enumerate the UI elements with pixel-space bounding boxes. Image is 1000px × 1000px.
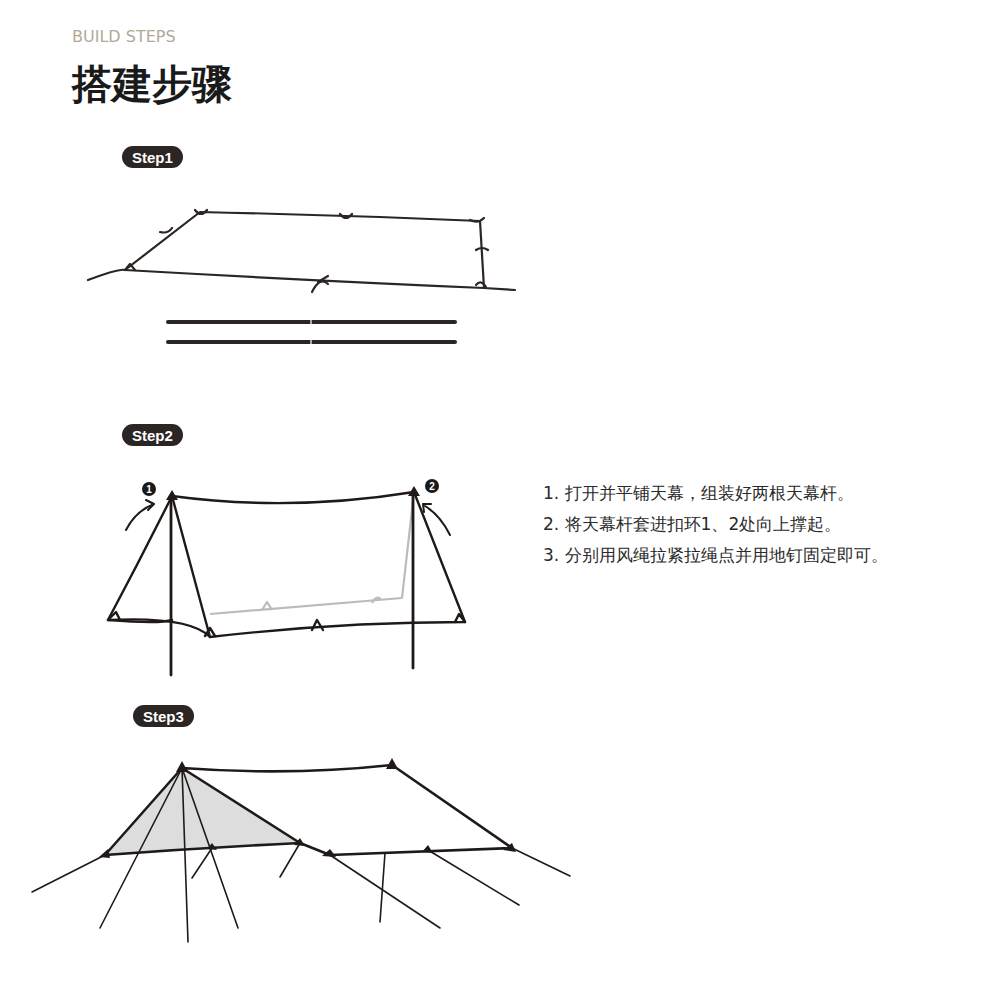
- step-label: Step1: [132, 149, 173, 166]
- subtitle-en: BUILD STEPS: [72, 27, 176, 48]
- page-title: 搭建步骤: [72, 60, 232, 108]
- instruction-step: 3. 分别用风绳拉紧拉绳点并用地钉固定即可。: [543, 544, 888, 566]
- step-label: Step3: [143, 708, 184, 725]
- instruction-step: 1. 打开并平铺天幕，组装好两根天幕杆。: [543, 482, 854, 504]
- callout-number: 1: [142, 482, 156, 496]
- instruction-step: 2. 将天幕杆套进扣环1、2处向上撑起。: [543, 513, 841, 535]
- callout-text: 1: [146, 484, 152, 495]
- callout-number: 2: [425, 479, 439, 493]
- step-label: Step2: [132, 427, 173, 444]
- step-badge: Step1: [122, 146, 183, 168]
- step-badge: Step3: [133, 705, 194, 727]
- callout-text: 2: [429, 481, 435, 492]
- step-badge: Step2: [122, 424, 183, 446]
